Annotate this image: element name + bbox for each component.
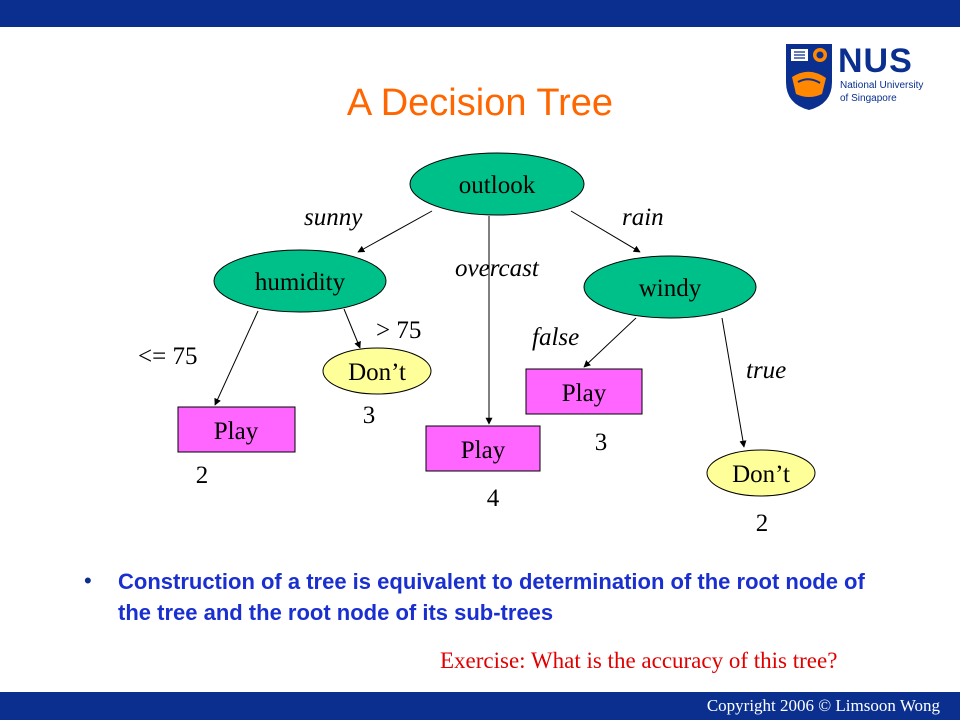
logo-wordmark: NUS	[838, 42, 913, 80]
count-play-mid: 4	[487, 485, 500, 512]
bottom-bar: Copyright 2006 © Limsoon Wong	[0, 692, 960, 720]
node-outlook-label: outlook	[459, 172, 536, 199]
leaf-play-right-label: Play	[562, 380, 607, 407]
edge-label-rain: rain	[622, 204, 664, 231]
edge-label-false: false	[532, 324, 579, 351]
slide-title: A Decision Tree	[346, 82, 614, 124]
copyright-text: Copyright 2006 © Limsoon Wong	[706, 696, 940, 715]
edge-le75	[214, 310, 259, 406]
node-humidity	[213, 249, 387, 313]
leaf-dont-left	[322, 347, 432, 395]
nus-logo	[786, 44, 832, 110]
edge-false	[583, 317, 637, 368]
edge-label-overcast: overcast	[455, 255, 540, 282]
edge-label-true: true	[746, 357, 786, 384]
count-dont-left: 3	[363, 402, 376, 429]
node-humidity-label: humidity	[255, 269, 346, 296]
leaf-play-left-label: Play	[214, 418, 259, 445]
leaf-dont-left-label: Don’t	[348, 359, 406, 386]
top-bar	[0, 0, 960, 27]
count-play-left: 2	[196, 462, 209, 489]
decision-tree-diagram: outlook humidity windy Don’t Don’t Play …	[138, 152, 816, 537]
node-outlook	[409, 152, 585, 216]
edge-sunny	[357, 210, 433, 253]
leaf-play-right	[525, 368, 643, 415]
edge-label-gt75: > 75	[376, 317, 421, 344]
edge-rain	[570, 210, 641, 253]
count-play-right: 3	[595, 429, 608, 456]
bullet-marker: •	[84, 568, 92, 593]
logo-subtitle-line1: National University	[840, 80, 924, 91]
exercise-question: Exercise: What is the accuracy of this t…	[440, 648, 838, 673]
node-windy-label: windy	[639, 275, 702, 302]
leaf-dont-right-label: Don’t	[732, 461, 790, 488]
node-windy	[583, 255, 757, 319]
leaf-play-mid-label: Play	[461, 437, 506, 464]
logo-subtitle-line2: of Singapore	[840, 93, 897, 104]
edge-true	[721, 317, 747, 448]
bullet-text: Construction of a tree is equivalent to …	[118, 569, 865, 625]
edge-gt75	[343, 308, 361, 349]
edge-label-sunny: sunny	[304, 204, 363, 231]
count-dont-right: 2	[756, 510, 769, 537]
leaf-play-left	[177, 406, 296, 453]
edge-label-le75: <= 75	[138, 343, 197, 370]
leaf-dont-right	[706, 449, 816, 497]
leaf-play-mid	[425, 425, 541, 472]
